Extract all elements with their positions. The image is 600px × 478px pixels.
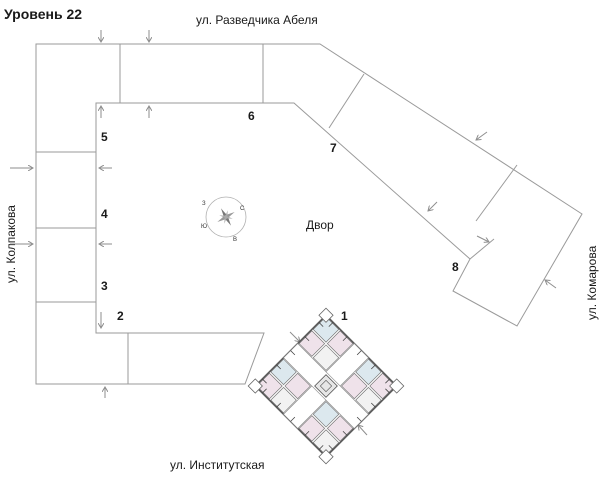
compass-east: В: [233, 237, 237, 243]
compass-south: Ю: [201, 224, 207, 230]
compass-north: С: [240, 206, 245, 212]
street-bottom-label: ул. Институтская: [170, 458, 265, 472]
street-right-label: ул. Комарова: [585, 245, 599, 320]
section-number-1: 1: [341, 309, 348, 323]
section-number-8: 8: [452, 260, 459, 274]
building-outline: [35, 43, 583, 385]
tower-floor-plan: [247, 307, 405, 465]
entrance-arrows: [10, 30, 557, 436]
courtyard-label: Двор: [306, 218, 334, 232]
compass-west: З: [202, 201, 206, 207]
compass-icon: С З Ю В: [201, 196, 247, 243]
section-number-4: 4: [101, 207, 108, 221]
section-number-2: 2: [117, 309, 124, 323]
section-number-5: 5: [101, 130, 108, 144]
section-number-7: 7: [330, 141, 337, 155]
section-number-3: 3: [101, 279, 108, 293]
level-title: Уровень 22: [4, 6, 82, 22]
section-number-6: 6: [248, 109, 255, 123]
street-top-label: ул. Разведчика Абеля: [196, 13, 318, 27]
